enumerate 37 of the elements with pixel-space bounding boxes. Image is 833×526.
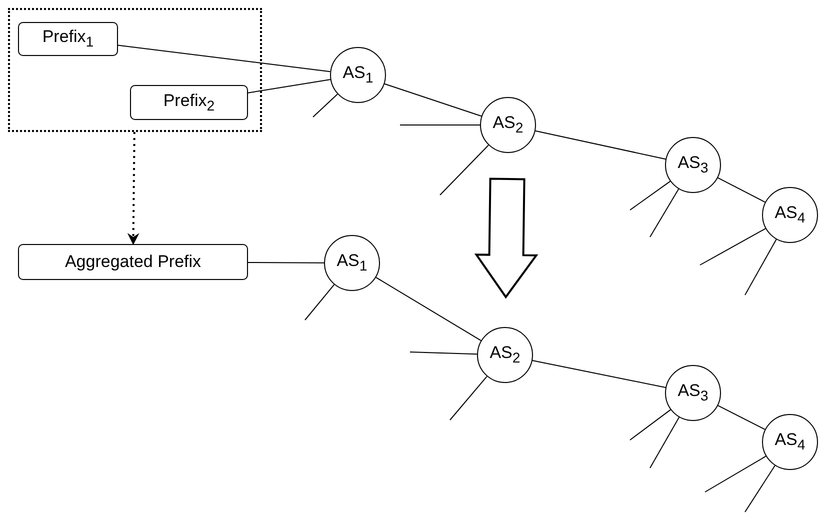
connector-line: [248, 79, 331, 94]
dotted-group-box: [8, 8, 262, 132]
connector-line: [630, 180, 671, 210]
connector-line: [650, 188, 680, 238]
connector-line: [118, 44, 331, 72]
prefix-box: Prefix$_{2}$: [130, 85, 248, 120]
connector-line: [248, 262, 324, 264]
as-node-circle: AS$_{1}$: [324, 235, 380, 291]
connector-line: [650, 416, 680, 468]
connector-line: [312, 94, 338, 118]
as-node-circle: AS$_{4}$: [762, 187, 818, 243]
connector-line: [400, 124, 480, 126]
connector-line: [450, 376, 488, 420]
as-node-circle: AS$_{3}$: [665, 137, 721, 193]
connector-line: [532, 360, 666, 388]
as-node-circle: AS$_{2}$: [477, 327, 533, 383]
connector-line: [410, 352, 478, 355]
connector-line: [376, 276, 482, 342]
dotted-arrow: [127, 132, 140, 245]
connector-line: [718, 405, 766, 430]
connector-line: [717, 177, 766, 203]
block-arrow: [474, 178, 538, 299]
connector-line: [744, 465, 776, 512]
connector-line: [700, 228, 766, 266]
connector-line: [440, 144, 489, 196]
as-node-circle: AS$_{4}$: [762, 414, 818, 470]
connector-line: [384, 83, 482, 117]
as-node-circle: AS$_{2}$: [480, 97, 536, 153]
prefix-box: Aggregated Prefix: [18, 244, 248, 280]
connector-line: [744, 238, 777, 296]
as-node-circle: AS$_{1}$: [330, 47, 386, 103]
connector-line: [304, 284, 335, 320]
as-node-circle: AS$_{3}$: [665, 365, 721, 421]
connector-line: [630, 409, 672, 440]
prefix-box: Prefix$_{1}$: [18, 22, 118, 56]
connector-line: [704, 456, 766, 492]
connector-line: [534, 130, 666, 160]
